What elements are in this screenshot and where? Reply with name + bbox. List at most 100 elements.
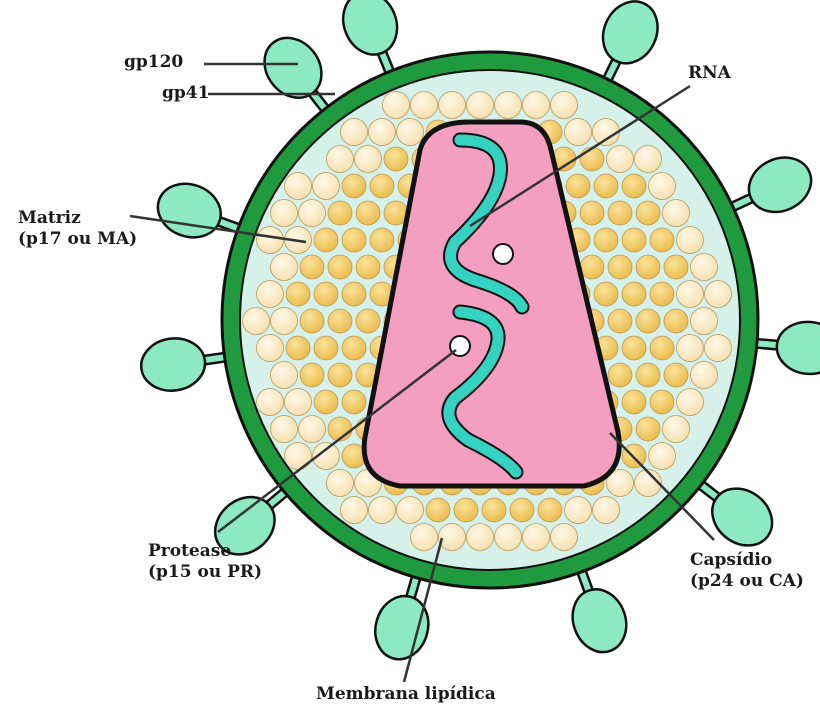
matrix-protein [370,228,394,252]
matrix-protein [705,335,732,362]
matrix-protein [608,201,632,225]
matrix-protein [649,173,676,200]
matrix-protein [285,389,312,416]
matrix-protein [467,524,494,551]
matrix-protein [314,282,338,306]
envelope-spike [564,566,635,659]
matrix-protein [327,146,354,173]
matrix-protein [664,309,688,333]
envelope-spike [253,27,333,114]
matrix-protein [650,336,674,360]
enzyme-particle [493,244,513,264]
matrix-protein [271,362,298,389]
label-membrana: Membrana lipídica [316,684,496,705]
gp120-head [138,334,209,394]
matrix-protein [257,389,284,416]
envelope-spike [334,0,406,77]
matrix-protein [383,92,410,119]
matrix-protein [439,524,466,551]
gp120-head [150,175,228,246]
matrix-protein [300,309,324,333]
matrix-protein [271,416,298,443]
matrix-protein [271,254,298,281]
label-matriz: Matriz (p17 ou MA) [18,208,137,250]
envelope-spike [368,572,436,666]
matrix-protein [593,497,620,524]
gp120-head [334,0,406,63]
matriz-text-line1: Matriz [18,208,137,229]
matrix-protein [650,390,674,414]
matrix-protein [594,282,618,306]
matrix-protein [397,119,424,146]
matrix-protein [243,308,270,335]
matrix-protein [328,201,352,225]
matrix-protein [355,146,382,173]
matrix-protein [411,92,438,119]
matrix-protein [314,228,338,252]
matrix-protein [314,336,338,360]
envelope-spike [751,319,820,376]
matrix-protein [664,363,688,387]
matrix-protein [510,498,534,522]
matrix-protein [622,228,646,252]
envelope-spike [138,334,231,394]
matrix-protein [495,92,522,119]
matrix-protein [370,174,394,198]
matrix-protein [356,201,380,225]
matrix-protein [299,416,326,443]
matrix-protein [594,174,618,198]
label-protease: Protease (p15 ou PR) [148,541,262,583]
matrix-protein [636,363,660,387]
matrix-protein [285,173,312,200]
matrix-protein [608,363,632,387]
matrix-protein [257,335,284,362]
envelope-spike [150,175,243,246]
gp120-text: gp120 [124,52,183,73]
matrix-protein [622,336,646,360]
matrix-protein [342,336,366,360]
matrix-protein [271,308,298,335]
matrix-protein [523,524,550,551]
matrix-protein [580,147,604,171]
label-rna: RNA [688,63,731,84]
matrix-protein [622,282,646,306]
matrix-protein [342,228,366,252]
gp120-head [775,319,820,376]
gp120-head [593,0,668,73]
matrix-protein [594,228,618,252]
matrix-protein [454,498,478,522]
matrix-protein [551,524,578,551]
matrix-protein [635,146,662,173]
matrix-protein [636,417,660,441]
rna-text: RNA [688,63,731,84]
matrix-protein [384,147,408,171]
matrix-protein [608,255,632,279]
matrix-protein [664,255,688,279]
matrix-protein [342,174,366,198]
matrix-protein [677,281,704,308]
matrix-protein [397,497,424,524]
matrix-protein [677,389,704,416]
matrix-protein [342,390,366,414]
matrix-protein [650,282,674,306]
label-gp41: gp41 [162,83,209,104]
matrix-protein [369,497,396,524]
matrix-protein [538,498,562,522]
matrix-protein [341,119,368,146]
matrix-protein [328,363,352,387]
matrix-protein [636,201,660,225]
matrix-protein [300,255,324,279]
matrix-protein [608,309,632,333]
matriz-text-line2: (p17 ou MA) [18,229,137,250]
matrix-protein [314,390,338,414]
gp120-head [564,582,635,660]
matrix-protein [636,255,660,279]
envelope-spike [696,477,783,557]
matrix-protein [328,255,352,279]
matrix-protein [482,498,506,522]
matrix-protein [622,390,646,414]
gp41-text: gp41 [162,83,209,104]
envelope-spike [727,148,820,222]
matrix-protein [286,336,310,360]
